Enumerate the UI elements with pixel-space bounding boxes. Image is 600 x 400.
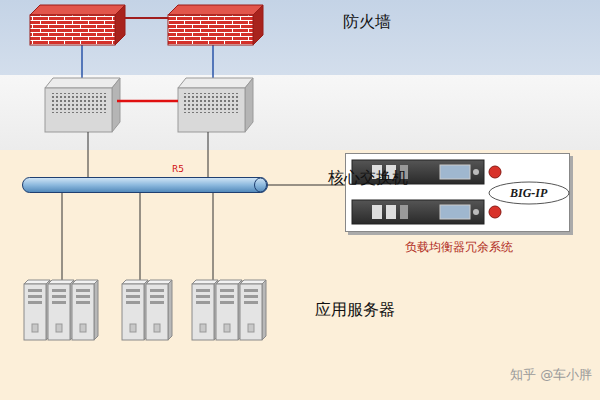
node-label: 核心交换机 — [328, 168, 408, 187]
load-balancer-device — [352, 160, 501, 184]
connector-line — [268, 184, 345, 185]
node-label: 负载均衡器冗余系统 — [405, 240, 513, 254]
bus-shape — [22, 177, 268, 193]
server-wire — [62, 193, 63, 284]
core-switch-icon — [45, 78, 120, 132]
firewall-icon — [30, 5, 125, 45]
switch-bus-wire — [88, 132, 89, 177]
core-switch-icon — [178, 78, 253, 132]
bus-pipe: R5 — [22, 177, 268, 193]
firewall-link — [125, 17, 168, 19]
switch-link — [117, 100, 178, 103]
watermark: 知乎 @车小胖 — [510, 366, 592, 384]
load-balancer-device — [352, 200, 501, 224]
tier-band: 应用服务器R5BIG-IP负载均衡器冗余系统 — [0, 150, 600, 400]
uplink-wire — [212, 45, 214, 82]
tier-band: 核心交换机 — [0, 75, 600, 150]
server-wire — [213, 193, 214, 284]
firewall-icon — [168, 5, 263, 45]
node-label: R5 — [172, 164, 184, 175]
load-balancer-box: BIG-IP负载均衡器冗余系统 — [345, 153, 570, 232]
tier-band: 防火墙 — [0, 0, 600, 75]
server-group — [24, 280, 266, 340]
logo-ground — [489, 182, 569, 204]
node-label: BIG-IP — [510, 186, 547, 200]
server-wire — [140, 193, 141, 284]
switch-bus-wire — [208, 132, 209, 177]
node-label: 防火墙 — [343, 12, 391, 31]
node-label: 应用服务器 — [315, 300, 395, 319]
uplink-wire — [81, 45, 83, 82]
